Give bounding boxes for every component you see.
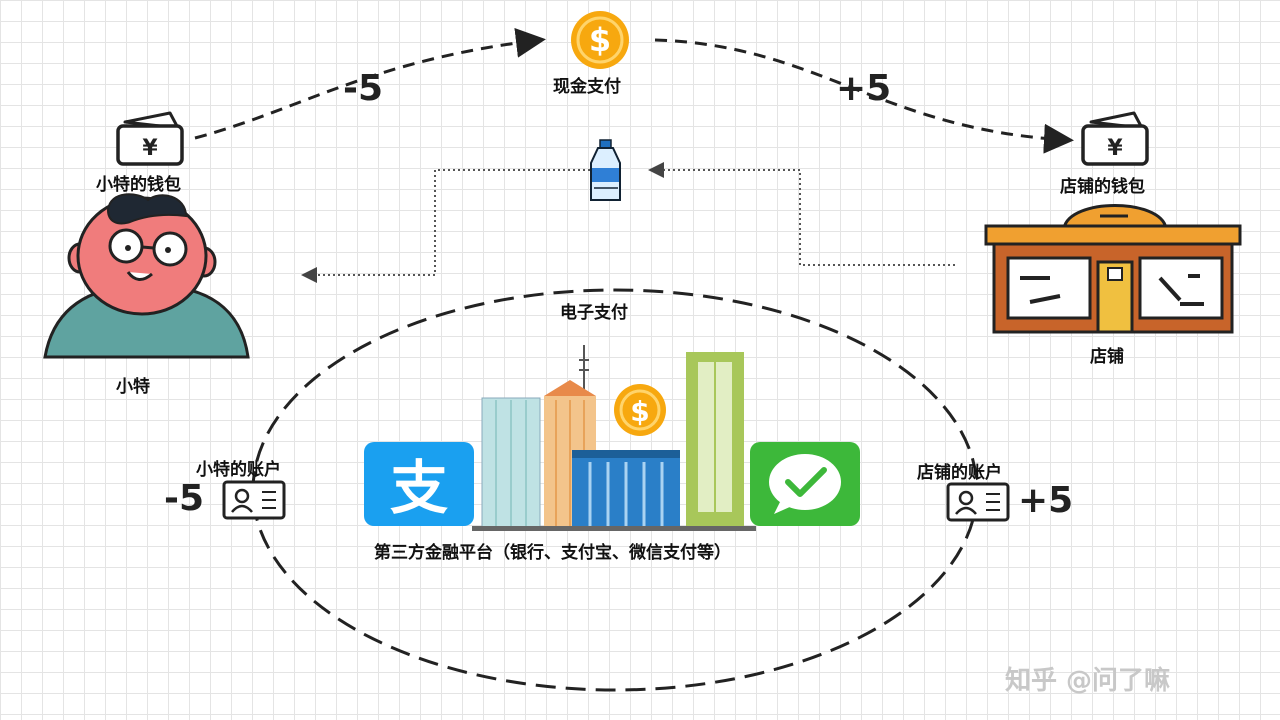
shop-account-label: 店铺的账户 [917, 463, 1002, 483]
svg-text:$: $ [630, 395, 649, 428]
person-account-card-icon [222, 480, 286, 520]
cash-minus-amount: -5 [343, 68, 383, 109]
financial-platform-label: 第三方金融平台（银行、支付宝、微信支付等） [374, 543, 731, 563]
cash-coin-icon: $ [571, 11, 629, 69]
svg-text:$: $ [589, 21, 611, 59]
platform-coin-icon: $ [614, 384, 666, 436]
person-account-change: -5 [164, 478, 204, 519]
watermark-text: 知乎 @问了嘛 [1005, 666, 1171, 696]
goods-flow-arrow-left [301, 169, 590, 283]
shop-wallet-icon: ¥ [1081, 111, 1149, 166]
shop-building-icon [984, 204, 1242, 334]
cash-flow-arrow-left [194, 27, 546, 140]
person-wallet-icon: ¥ [116, 111, 184, 166]
shop-wallet-label: 店铺的钱包 [1060, 177, 1145, 197]
svg-text:¥: ¥ [142, 136, 158, 161]
shop-account-card-icon [946, 482, 1010, 522]
water-bottle-icon [590, 139, 621, 201]
person-account-label: 小特的账户 [196, 460, 281, 480]
shop-account-change: +5 [1018, 480, 1074, 521]
shop-name-label: 店铺 [1090, 347, 1124, 367]
electronic-payment-title: 电子支付 [560, 303, 628, 323]
svg-text:支: 支 [390, 454, 448, 522]
cash-flow-arrow-right [654, 38, 1074, 154]
person-wallet-label: 小特的钱包 [96, 175, 181, 195]
svg-text:¥: ¥ [1107, 136, 1123, 161]
wechat-pay-logo-icon [750, 442, 860, 526]
person-name-label: 小特 [116, 377, 150, 397]
goods-flow-arrow-right [648, 162, 955, 266]
person-avatar-icon [43, 193, 250, 359]
cash-plus-amount: +5 [836, 68, 892, 109]
alipay-logo-icon: 支 [364, 442, 474, 526]
financial-platform-buildings-icon [472, 345, 756, 531]
cash-payment-title: 现金支付 [553, 77, 621, 97]
